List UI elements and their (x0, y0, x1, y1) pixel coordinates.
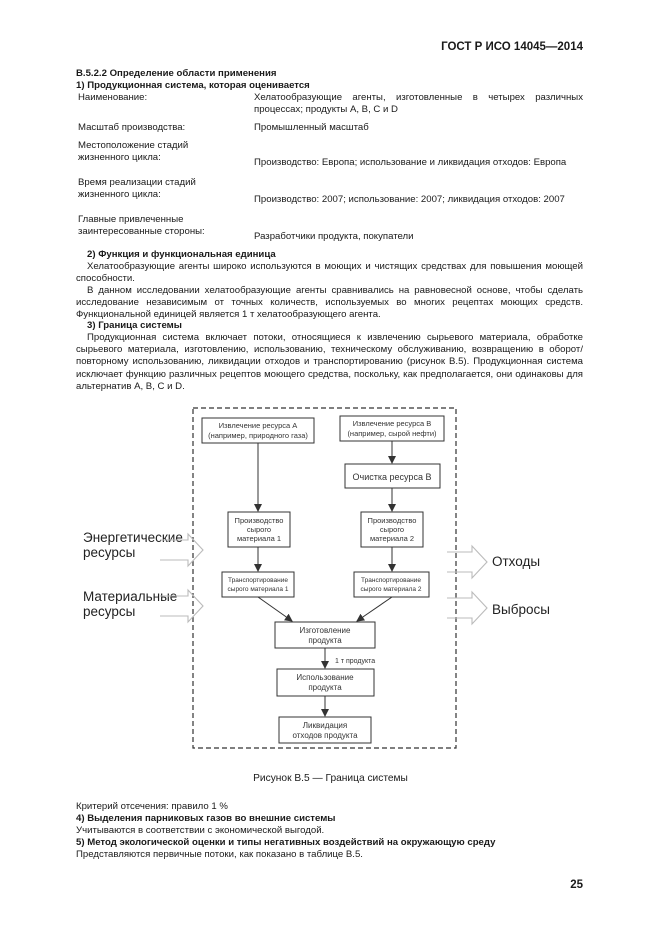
row-label-location: Местоположение стадий жизненного цикла: (78, 140, 189, 164)
flow-label-1t-product: 1 т продукта (335, 658, 375, 665)
system-boundary (192, 407, 457, 749)
row-value-stakeholders: Разработчики продукта, покупатели (254, 231, 414, 242)
emissions-label: Выбросы (492, 602, 550, 617)
row-value-scale: Промышленный масштаб (254, 122, 369, 133)
box-disposal-line-2: отходов продукта (292, 731, 358, 740)
row-value-name: Хелатообразующие агенты, изготовленные в… (254, 92, 583, 116)
box-extract-b-line-2: (например, сырой нефти) (347, 429, 437, 438)
energy-input-arrow (160, 532, 204, 568)
box-dispose-waste (278, 716, 372, 744)
subsection-5-text: Представляются первичные потоки, как пок… (76, 849, 363, 860)
box-prod2-line-2: сырого (380, 525, 404, 534)
arrow-trans2-to-manuf (356, 596, 393, 622)
waste-output-arrow (447, 544, 488, 580)
waste-label: Отходы (492, 554, 541, 569)
box-produce-material-1 (227, 511, 291, 548)
row-label-scale: Масштаб производства: (78, 122, 186, 133)
box-produce-material-2 (360, 511, 424, 548)
box-extract-b-line-1: Извлечение ресурса В (353, 419, 432, 428)
subsection-2-paragraph-2: В данном исследовании хелатообразующие а… (76, 285, 583, 321)
box-disposal-line-1: Ликвидация (303, 721, 347, 730)
box-extract-a-line-1: Извлечение ресурса А (219, 421, 298, 430)
box-transport-material-2 (353, 571, 430, 598)
box-manuf-line-1: Изготовление (300, 626, 352, 635)
subsection-3-paragraph: Продукционная система включает потоки, о… (76, 332, 583, 392)
box-prod1-line-1: Производство (235, 516, 284, 525)
subsection-2-title: 2) Функция и функциональная единица (87, 249, 276, 260)
cutoff-criterion: Критерий отсечения: правило 1 % (76, 801, 228, 812)
box-prod2-line-3: материала 2 (370, 534, 414, 543)
row-value-time: Производство: 2007; использование: 2007;… (254, 194, 565, 205)
section-title: В.5.2.2 Определение области применения (76, 68, 277, 79)
arrow-trans1-to-manuf (257, 596, 293, 622)
box-trans2-line-1: Транспортирование (361, 577, 421, 584)
subsection-5-title: 5) Метод экологической оценки и типы нег… (76, 837, 496, 848)
emissions-output-arrow (447, 590, 488, 626)
subsection-2-paragraph-1: Хелатообразующие агенты широко использую… (76, 261, 583, 285)
box-clean-b-text: Очистка ресурса В (353, 472, 432, 482)
row-label-stakeholders: Главные привлеченные заинтересованные ст… (78, 214, 205, 238)
row-label-name: Наименование: (78, 92, 148, 103)
box-trans1-line-2: сырого материала 1 (228, 586, 289, 593)
box-trans1-line-1: Транспортирование (228, 577, 288, 584)
box-trans2-line-2: сырого материала 2 (361, 586, 422, 593)
box-prod1-line-2: сырого (247, 525, 271, 534)
box-manuf-line-2: продукта (308, 636, 342, 645)
material-input-arrow (160, 588, 204, 624)
box-use-line-1: Использование (296, 673, 354, 682)
box-prod2-line-1: Производство (368, 516, 417, 525)
subsection-1-title: 1) Продукционная система, которая оценив… (76, 80, 310, 91)
box-transport-material-1 (221, 571, 295, 598)
energy-resources-label: Энергетические ресурсы (83, 530, 183, 560)
material-resources-label: Материальные ресурсы (83, 589, 178, 619)
subsection-4-title: 4) Выделения парниковых газов во внешние… (76, 813, 336, 824)
box-use-line-2: продукта (308, 683, 342, 692)
row-value-location: Производство: Европа; использование и ли… (254, 157, 567, 168)
page-number: 25 (570, 879, 583, 891)
row-label-time: Время реализации стадий жизненного цикла… (78, 177, 196, 201)
page-header: ГОСТ Р ИСО 14045—2014 (441, 41, 583, 53)
subsection-4-text: Учитываются в соответствии с экономическ… (76, 825, 325, 836)
box-manufacture-product (274, 621, 376, 649)
subsection-3-title: 3) Граница системы (87, 320, 182, 331)
figure-caption: Рисунок В.5 — Граница системы (253, 773, 408, 784)
box-prod1-line-3: материала 1 (237, 534, 281, 543)
box-extract-a-line-2: (например, природного газа) (208, 431, 308, 440)
